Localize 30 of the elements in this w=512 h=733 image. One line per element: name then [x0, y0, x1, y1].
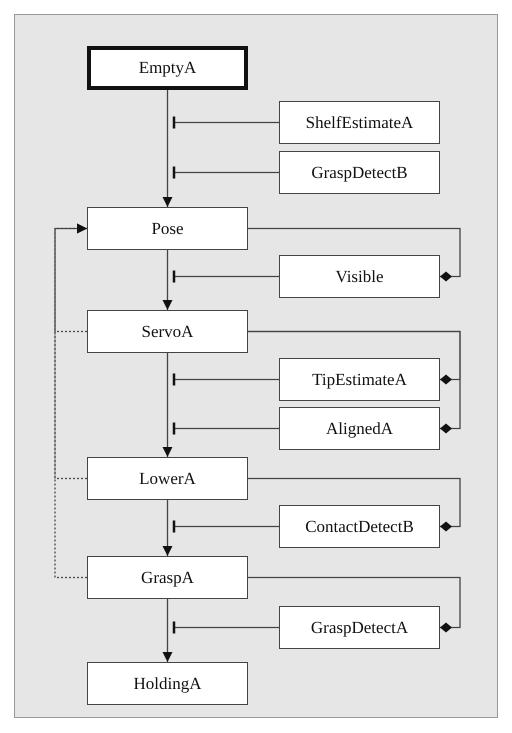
diamond-connector	[248, 576, 461, 632]
arrow	[162, 500, 172, 556]
state-box: Visible	[279, 255, 440, 298]
state-box: EmptyA	[87, 46, 248, 90]
state-box: ShelfEstimateA	[279, 101, 440, 144]
arrow	[162, 599, 172, 662]
dotted-arrow	[54, 224, 87, 578]
diamond-connector	[248, 478, 461, 532]
inhibit-line	[172, 620, 279, 635]
inhibit-line	[172, 421, 279, 436]
arrow	[162, 90, 172, 207]
state-box: LowerA	[87, 457, 248, 500]
arrow	[162, 353, 172, 457]
state-box: HoldingA	[87, 662, 248, 705]
inhibit-line	[172, 165, 279, 180]
inhibit-line	[172, 115, 279, 130]
state-box: GraspDetectB	[279, 151, 440, 194]
diamond-connector	[248, 228, 461, 282]
diamond-connector	[248, 330, 461, 434]
inhibit-line	[172, 519, 279, 534]
state-box: ServoA	[87, 310, 248, 353]
arrow	[162, 250, 172, 310]
state-box: AlignedA	[279, 407, 440, 450]
inhibit-line	[172, 269, 279, 284]
state-box: GraspA	[87, 556, 248, 599]
state-box: Pose	[87, 207, 248, 250]
state-box: GraspDetectA	[279, 606, 440, 649]
inhibit-line	[172, 372, 279, 387]
state-box: TipEstimateA	[279, 358, 440, 401]
state-box: ContactDetectB	[279, 505, 440, 548]
